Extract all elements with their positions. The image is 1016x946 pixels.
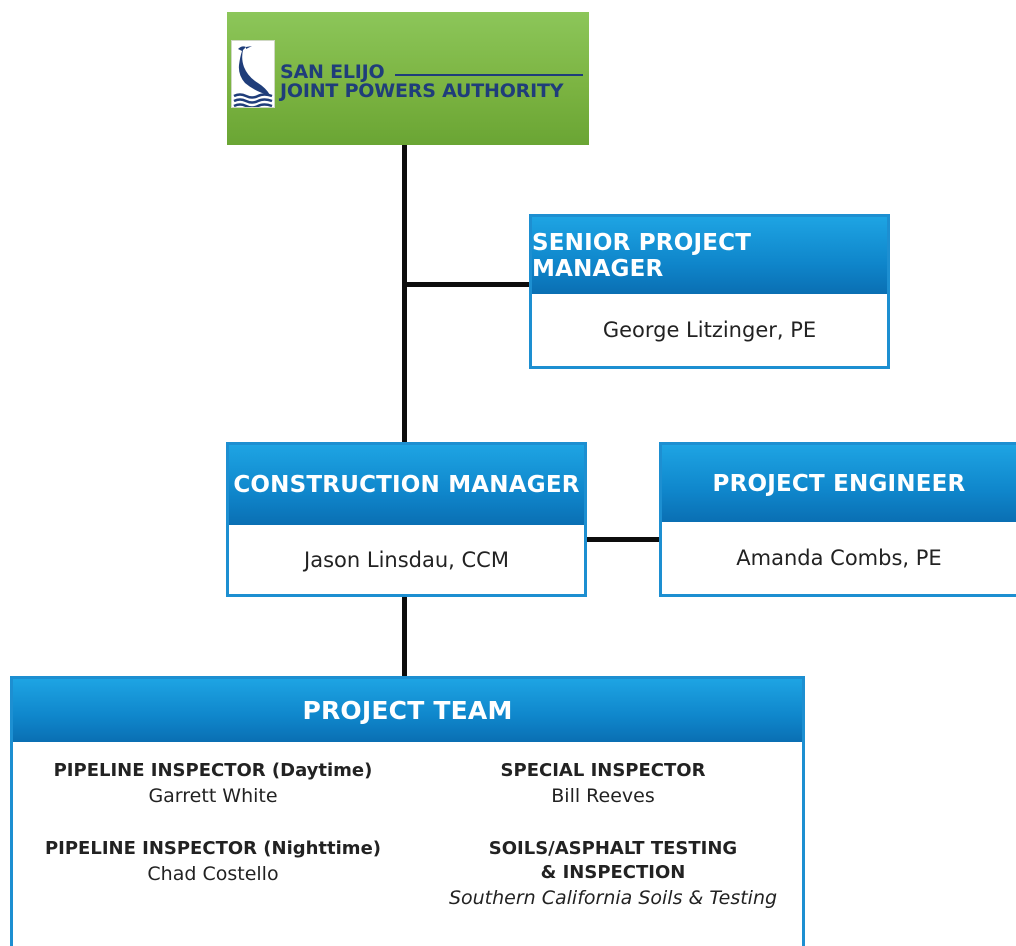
member-title: SPECIAL INSPECTOR — [500, 760, 706, 781]
team-member: PIPELINE INSPECTOR (Nighttime) Chad Cost… — [23, 837, 403, 887]
connector-cm-to-pe — [587, 537, 659, 542]
member-title: PIPELINE INSPECTOR (Daytime) — [53, 760, 373, 781]
logo-text: SAN ELIJO JOINT POWERS AUTHORITY — [280, 63, 563, 101]
connector-to-senior-pm — [402, 282, 529, 287]
project-team-box: PROJECT TEAM PIPELINE INSPECTOR (Daytime… — [10, 676, 805, 946]
role-name: George Litzinger, PE — [602, 318, 817, 342]
project-engineer-box: PROJECT ENGINEER Amanda Combs, PE — [659, 442, 1016, 597]
team-member: SOILS/ASPHALT TESTING & INSPECTION South… — [423, 837, 803, 911]
role-name: Jason Linsdau, CCM — [304, 547, 509, 572]
member-name: Chad Costello — [147, 863, 279, 885]
connector-logo-to-cm — [402, 145, 407, 442]
connector-cm-to-team — [402, 597, 407, 676]
senior-project-manager-box: SENIOR PROJECT MANAGER George Litzinger,… — [529, 214, 890, 369]
member-name: Bill Reeves — [551, 785, 655, 807]
logo-line-2: JOINT POWERS AUTHORITY — [280, 80, 564, 102]
construction-manager-box: CONSTRUCTION MANAGER Jason Linsdau, CCM — [226, 442, 587, 597]
logo-line-1: SAN ELIJO — [280, 61, 385, 83]
team-member: PIPELINE INSPECTOR (Daytime) Garrett Whi… — [23, 759, 403, 809]
team-member: SPECIAL INSPECTOR Bill Reeves — [413, 759, 793, 809]
role-title: SENIOR PROJECT MANAGER — [532, 217, 887, 294]
heron-icon — [231, 40, 275, 109]
role-title: PROJECT ENGINEER — [662, 445, 1016, 522]
member-name: Garrett White — [148, 785, 278, 807]
sejpa-logo: SAN ELIJO JOINT POWERS AUTHORITY — [227, 12, 589, 145]
member-title: PIPELINE INSPECTOR (Nighttime) — [44, 838, 382, 859]
role-name: Amanda Combs, PE — [736, 546, 942, 570]
member-title-line-2: & INSPECTION — [540, 862, 686, 883]
team-title: PROJECT TEAM — [13, 679, 802, 742]
member-name: Southern California Soils & Testing — [448, 887, 778, 909]
role-title: CONSTRUCTION MANAGER — [229, 445, 584, 525]
logo-rule — [395, 74, 583, 76]
member-title-line-1: SOILS/ASPHALT TESTING — [488, 838, 738, 859]
